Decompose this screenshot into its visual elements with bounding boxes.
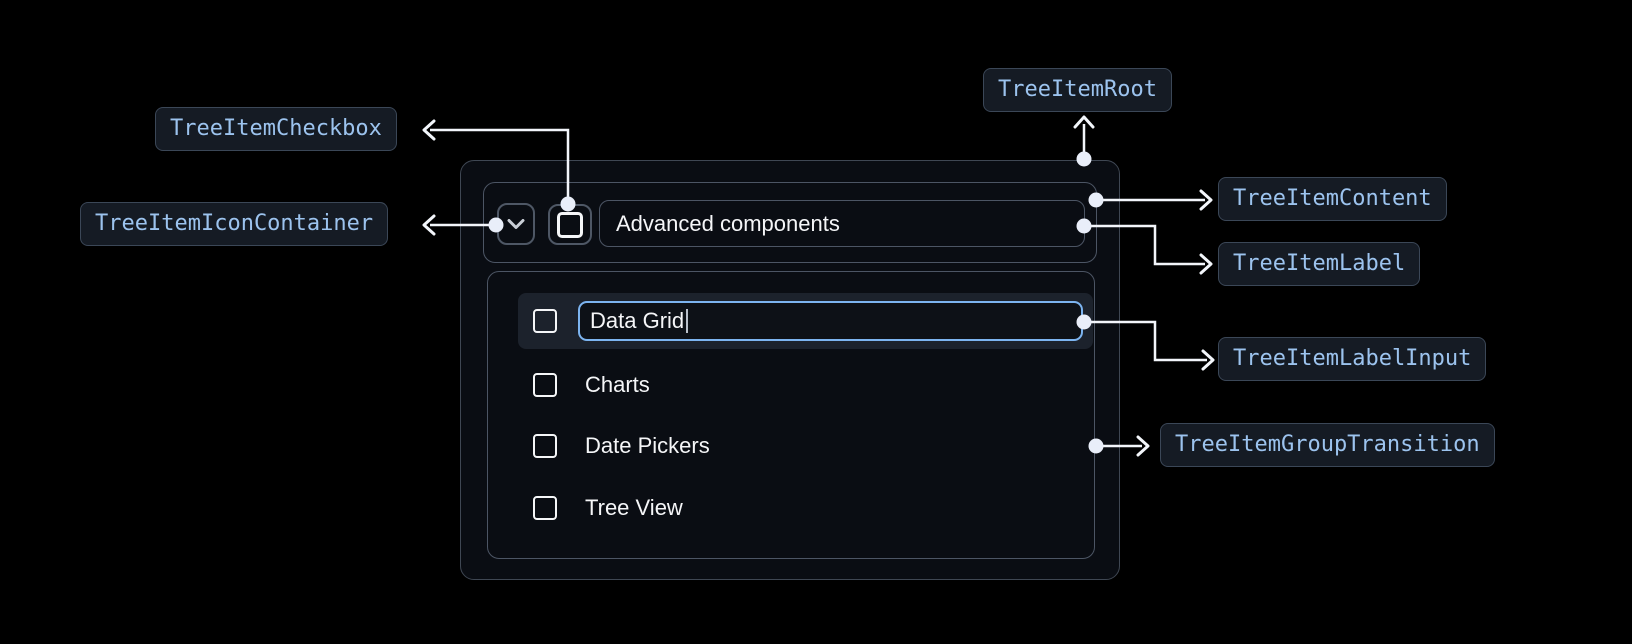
- checkbox-unchecked-icon[interactable]: [533, 373, 557, 397]
- tree-row-tree-view[interactable]: Tree View: [518, 484, 1093, 532]
- tree-row-data-grid[interactable]: Data Grid: [518, 293, 1093, 349]
- tree-item-checkbox[interactable]: [548, 204, 592, 245]
- checkbox-unchecked-icon[interactable]: [533, 496, 557, 520]
- tree-item-label[interactable]: Advanced components: [599, 200, 1085, 247]
- checkbox-unchecked-icon[interactable]: [533, 309, 557, 333]
- checkbox-unchecked-icon[interactable]: [533, 434, 557, 458]
- tree-item-icon-container[interactable]: [497, 203, 535, 245]
- label-input-value: Data Grid: [590, 308, 685, 333]
- badge-tree-item-label-input: TreeItemLabelInput: [1218, 337, 1487, 382]
- badge-tree-item-root: TreeItemRoot: [983, 68, 1172, 113]
- text-caret: [686, 309, 689, 333]
- chevron-down-icon: [507, 219, 525, 229]
- badge-tree-item-content: TreeItemContent: [1218, 177, 1447, 222]
- tree-row-charts[interactable]: Charts: [518, 361, 1093, 409]
- tree-item-content[interactable]: [483, 182, 1097, 263]
- child-item-label: Date Pickers: [585, 433, 710, 458]
- badge-tree-item-label: TreeItemLabel: [1218, 242, 1421, 287]
- tree-item-group-transition: [487, 271, 1095, 559]
- badge-tree-item-icon-container: TreeItemIconContainer: [80, 202, 389, 247]
- parent-item-label: Advanced components: [616, 210, 840, 236]
- checkbox-unchecked-icon: [557, 211, 583, 238]
- badge-tree-item-checkbox: TreeItemCheckbox: [155, 107, 397, 152]
- tree-item-label-input[interactable]: Data Grid: [578, 301, 1083, 341]
- child-item-label: Charts: [585, 372, 650, 397]
- badge-tree-item-group-transition: TreeItemGroupTransition: [1160, 423, 1495, 468]
- tree-item-root: [460, 160, 1120, 580]
- tree-row-date-pickers[interactable]: Date Pickers: [518, 422, 1093, 470]
- child-item-label: Tree View: [585, 495, 683, 520]
